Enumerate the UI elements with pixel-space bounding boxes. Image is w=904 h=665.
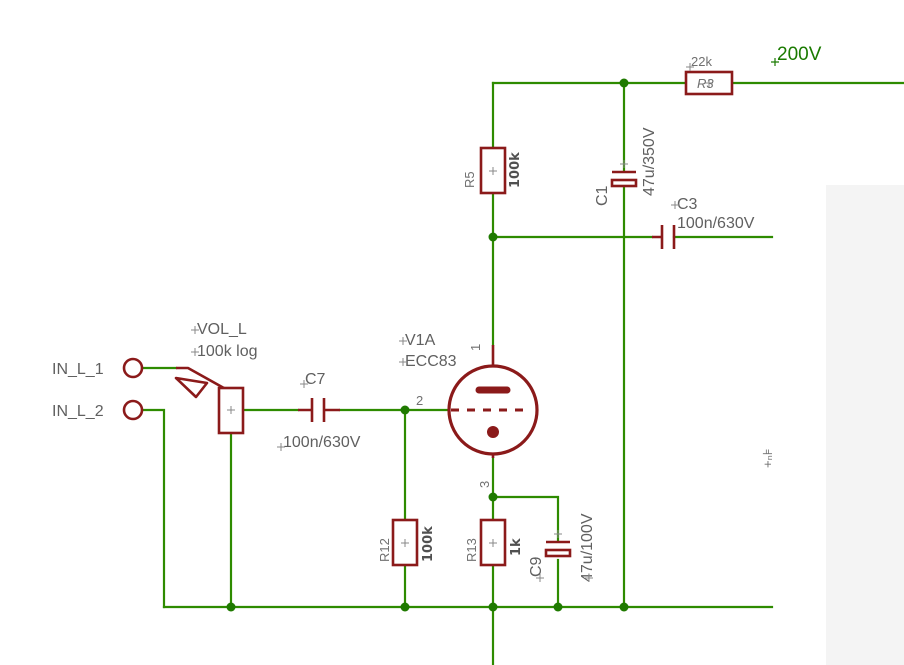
supply-voltage-label: 200V	[777, 44, 822, 65]
capacitor-c3: C3 100n/630V	[652, 196, 755, 249]
junctions	[226, 78, 629, 612]
sheet-edge	[826, 185, 904, 665]
connector-label: IN_L_1	[52, 361, 104, 378]
c1-plate-bottom	[610, 178, 638, 188]
resistor-r3: 22k R3	[684, 54, 734, 96]
offpage-label-fragment: +ₙ⊧	[760, 448, 775, 468]
resistor-r13: R13 1k	[464, 518, 524, 567]
r3-value-label: 22k	[691, 54, 712, 69]
junction-dot	[619, 602, 629, 612]
c9-value-label: 47u/100V	[579, 513, 596, 582]
resistor-r12: R12 100k	[377, 518, 436, 567]
junction-dot	[488, 232, 498, 242]
c9-name-label: C9	[528, 556, 545, 577]
r12-value-label: 100k	[421, 526, 436, 562]
junction-dot	[553, 602, 563, 612]
pot-value-label: 100k log	[197, 343, 258, 360]
connector-label: IN_L_2	[52, 403, 104, 420]
r13-body	[479, 518, 507, 567]
junction-dot	[488, 492, 498, 502]
c1-name-label: C1	[594, 185, 611, 206]
c3-plate-left	[652, 225, 664, 249]
supply-label: 200V	[771, 44, 822, 66]
wire-in2	[141, 408, 166, 609]
r5-name-label: R5	[462, 171, 477, 188]
r12-name-label: R12	[377, 538, 392, 562]
c7-plates	[298, 398, 340, 422]
tube-envelope	[447, 364, 539, 456]
wires	[141, 81, 904, 665]
resistor-r5: R5 100k	[462, 146, 523, 195]
potentiometer-vol-l: VOL_L 100k log	[174, 321, 258, 435]
junction-dot	[400, 405, 410, 415]
connector-in-l-2: IN_L_2	[52, 399, 144, 421]
tube-name-label: V1A	[405, 332, 436, 349]
pin-label-plate: 1	[468, 344, 483, 351]
r3-name-label: R3	[697, 76, 714, 91]
junction-dot	[226, 602, 236, 612]
capacitor-c9: C9 47u/100V	[528, 513, 596, 582]
c7-name-label: C7	[305, 371, 326, 388]
pot-name-label: VOL_L	[197, 321, 247, 338]
junction-dot	[488, 602, 498, 612]
pin-label-grid: 2	[416, 393, 423, 408]
tube-v1a: V1A ECC83 1 2 3	[399, 332, 539, 488]
tube-type-label: ECC83	[405, 353, 457, 370]
c7-value-label: 100n/630V	[283, 434, 361, 451]
capacitor-c7: C7 100n/630V	[277, 371, 361, 451]
r13-name-label: R13	[464, 538, 479, 562]
c1-value-label: 47u/350V	[641, 127, 658, 196]
c9-plate-bottom	[544, 548, 572, 558]
wire-c9-top	[491, 495, 560, 542]
r13-value-label: 1k	[509, 538, 524, 556]
c3-value-label: 100n/630V	[677, 215, 755, 232]
r5-value-label: 100k	[508, 152, 523, 188]
tube-cathode	[487, 426, 499, 438]
pin-label-cathode: 3	[477, 481, 492, 488]
pot-wiper-arrow	[174, 376, 209, 399]
pot-wiper-lead	[176, 366, 232, 394]
connector-in-l-1: IN_L_1	[52, 357, 144, 379]
junction-dot	[400, 602, 410, 612]
capacitor-c1: C1 47u/350V	[594, 127, 658, 206]
c3-name-label: C3	[677, 196, 698, 213]
junction-dot	[619, 78, 629, 88]
